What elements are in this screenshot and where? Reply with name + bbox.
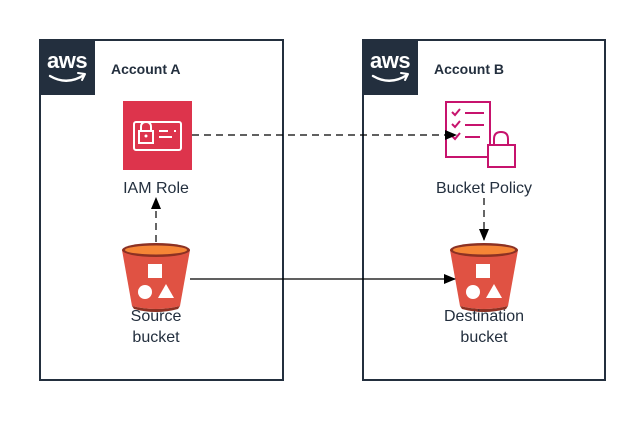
aws-logo-b-bg: [363, 40, 418, 95]
iam-role-label: IAM Role: [123, 180, 189, 197]
aws-smile-icon: [371, 73, 409, 82]
destination-bucket-label-line2: bucket: [460, 329, 508, 346]
account-b-title: Account B: [434, 61, 504, 77]
source-bucket-label: Source bucket: [96, 306, 216, 348]
account-b-frame: [362, 39, 606, 381]
bucket-policy-icon: [445, 101, 516, 168]
source-bucket-label-line2: bucket: [132, 329, 180, 346]
account-a-title: Account A: [111, 61, 181, 77]
destination-bucket-label-line1: Destination: [443, 308, 525, 325]
destination-bucket-label: Destination bucket: [414, 306, 554, 348]
aws-smile-icon: [48, 73, 86, 82]
aws-smile-arrow-icon: [77, 72, 86, 81]
bucket-policy-label: Bucket Policy: [435, 180, 533, 197]
aws-logo-a-text: aws: [47, 48, 88, 73]
source-bucket-icon: [122, 243, 190, 312]
destination-bucket-icon: [450, 243, 518, 312]
aws-smile-arrow-icon: [400, 72, 409, 81]
source-bucket-label-line1: Source: [130, 308, 182, 325]
account-a-frame: [39, 39, 284, 381]
aws-logo-b-text: aws: [370, 48, 411, 73]
iam-role-icon: [123, 101, 192, 170]
aws-logo-a-bg: [40, 40, 95, 95]
